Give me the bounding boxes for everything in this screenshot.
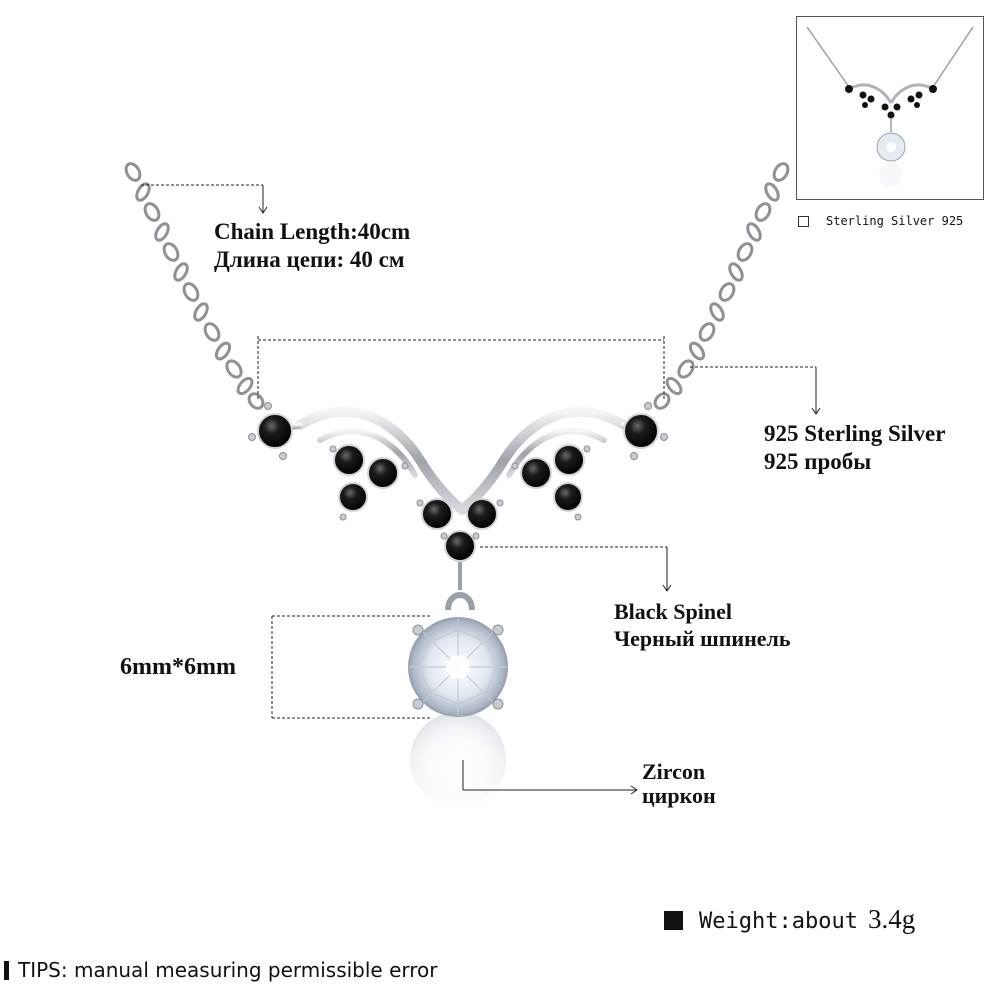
weight-value: 3.4g (867, 904, 916, 934)
chain-length-en: Chain Length:40cm (214, 219, 411, 244)
zircon-stone (408, 617, 508, 717)
black-spinel-stones (257, 413, 659, 562)
spinel-en: Black Spinel (614, 599, 732, 624)
chain-length-label: Chain Length:40cm Длина цепи: 40 см (214, 218, 410, 274)
checkbox-icon (798, 215, 809, 227)
inset-caption: Sterling Silver 925 (798, 214, 963, 228)
tips-note: TIPS: manual measuring permissible error (4, 958, 438, 982)
inset-thumbnail (796, 16, 984, 200)
size-label: 6mm*6mm (120, 654, 236, 680)
zircon-label: Zircon циркон (642, 759, 716, 809)
inset-necklace-illustration (806, 26, 974, 187)
square-bullet-icon (664, 911, 683, 930)
prongs (248, 402, 668, 540)
chain-length-ru: Длина цепи: 40 см (214, 247, 405, 273)
zircon-ru: циркон (642, 783, 716, 809)
weight-info: Weight:about 3.4g (664, 904, 915, 935)
inset-caption-text: Sterling Silver 925 (826, 214, 964, 228)
silver-ru: 925 пробы (764, 449, 872, 475)
silver-crown (272, 406, 653, 515)
zircon-reflection (400, 710, 520, 810)
guide-lines (141, 184, 821, 795)
bar-bullet-icon (4, 960, 9, 980)
spinel-label: Black Spinel Черный шпинель (614, 599, 791, 653)
silver-en: 925 Sterling Silver (764, 421, 946, 446)
right-chain (653, 162, 790, 410)
silver-label: 925 Sterling Silver 925 пробы (764, 420, 945, 476)
left-chain (124, 162, 265, 410)
weight-label: Weight:about (699, 909, 858, 934)
pendant-bail (445, 562, 475, 611)
zircon-en: Zircon (642, 759, 706, 784)
tips-text: TIPS: manual measuring permissible error (18, 958, 438, 982)
spinel-ru: Черный шпинель (614, 625, 791, 651)
